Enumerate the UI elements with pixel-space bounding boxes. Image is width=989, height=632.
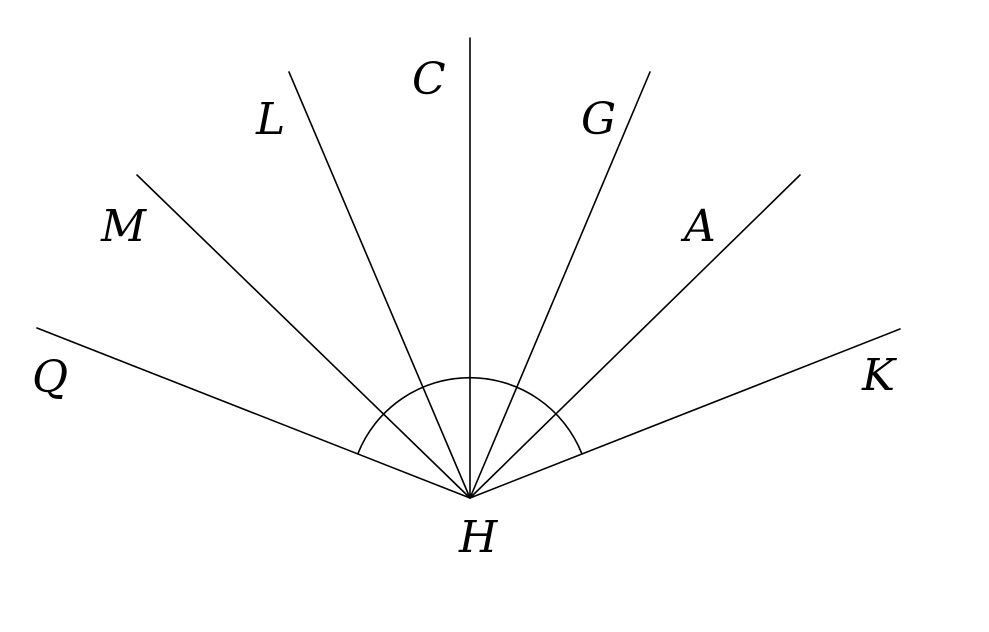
ray-hm — [136, 174, 471, 499]
label-h: H — [458, 512, 499, 563]
ray-hk — [469, 328, 901, 499]
label-a: A — [680, 201, 716, 252]
ray-hl — [288, 71, 471, 499]
label-q: Q — [32, 352, 68, 403]
label-k: K — [861, 350, 897, 401]
label-l: L — [255, 94, 285, 145]
label-g: G — [581, 94, 616, 145]
ray-ha — [469, 174, 801, 499]
angle-arc-qhk — [357, 376, 583, 455]
label-c: C — [412, 54, 446, 105]
ray-hg — [469, 71, 651, 499]
ray-hq — [36, 327, 471, 499]
label-m: M — [100, 201, 147, 252]
